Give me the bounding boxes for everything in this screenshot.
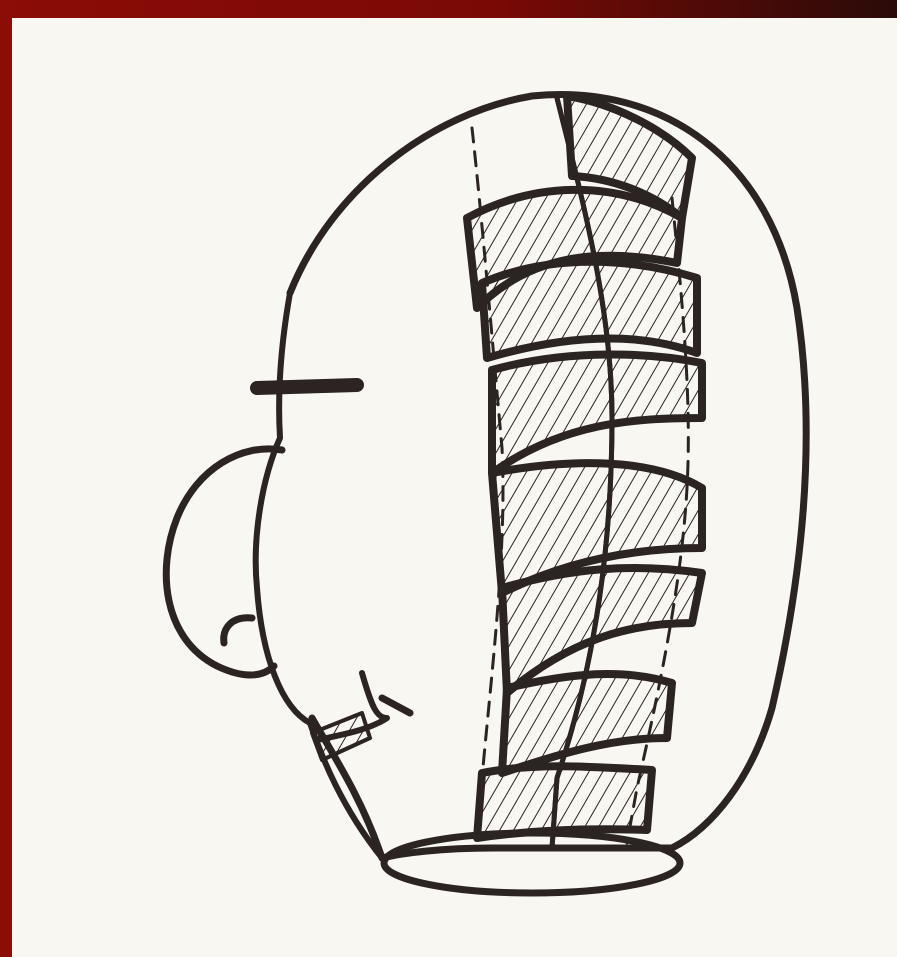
eye <box>257 385 357 388</box>
paper-sheet <box>12 18 897 957</box>
bandage-band-7 <box>502 674 672 773</box>
face-profile <box>256 293 382 858</box>
bandage-band-8 <box>477 766 652 838</box>
mouth-corner <box>382 698 410 713</box>
neck-opening <box>384 833 680 893</box>
bandage-band-4 <box>492 354 702 473</box>
nostril <box>224 618 252 643</box>
bandage-band-3 <box>482 262 697 358</box>
bandaged-head-illustration <box>12 18 897 957</box>
chin-shading <box>312 713 370 760</box>
